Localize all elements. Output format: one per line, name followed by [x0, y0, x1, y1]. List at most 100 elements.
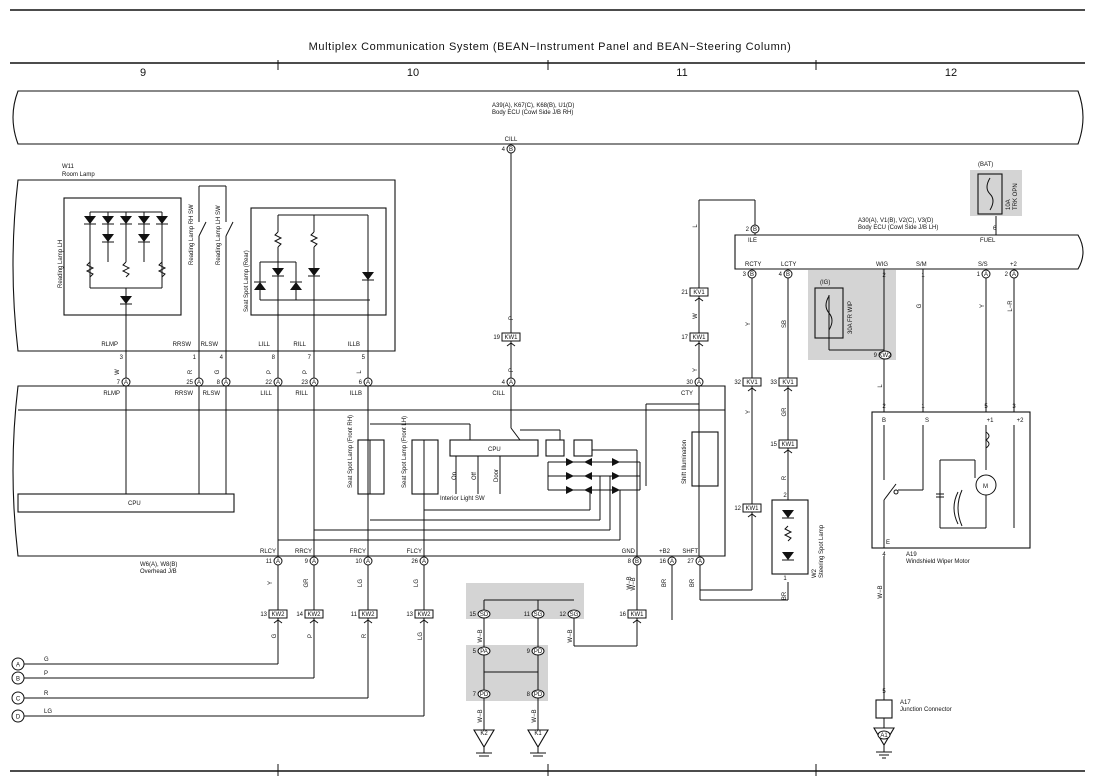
- connector-code: KW2: [361, 612, 375, 618]
- pin-number: 12: [559, 612, 566, 618]
- connector-marker: [878, 350, 892, 360]
- pin-number: 22: [265, 380, 272, 386]
- pin-number: 8: [527, 692, 531, 698]
- wire-color: G: [44, 657, 49, 663]
- bat-fuse-shade: [970, 170, 1022, 216]
- pin-letter: A: [312, 380, 316, 386]
- inline-connector: [689, 332, 709, 342]
- inline-connector: [304, 609, 324, 619]
- connector-code: SD: [480, 612, 489, 618]
- grid-col-10: 10: [407, 67, 419, 79]
- wire-color: R: [44, 691, 49, 697]
- shift-illum-label: Shift Illumination: [682, 440, 688, 484]
- pin-marker: [363, 556, 373, 566]
- pin-marker: [783, 269, 793, 279]
- pin-number: 2: [1005, 272, 1009, 278]
- pin-marker: [363, 377, 373, 387]
- pin-number: 4: [882, 552, 886, 558]
- seat-spot-front-lh-box: [411, 439, 439, 495]
- pin-marker: [1009, 269, 1019, 279]
- pin-letter: A: [312, 559, 316, 565]
- pin-letter: A: [698, 559, 702, 565]
- wire-color: P: [44, 671, 48, 677]
- connector-code: KW2: [307, 612, 321, 618]
- fr-wip-label: 30A FR WIP: [848, 301, 854, 334]
- trk-opn-fuse-box: [977, 173, 1003, 215]
- connector-marker: [477, 646, 491, 656]
- seat-spot-rear-leds: [254, 214, 374, 352]
- signal-fuel: FUEL: [980, 238, 996, 244]
- reading-lamp-lh-label: Reading Lamp LH: [58, 240, 64, 288]
- signal-wiper-b: B: [882, 418, 886, 424]
- wire-color: L: [357, 370, 363, 374]
- pin-number: 21: [681, 290, 688, 296]
- pin-number: 5: [362, 355, 366, 361]
- overhead-jb-name: Overhead J/B: [140, 569, 177, 575]
- cpu-left-box: [17, 493, 235, 513]
- cpu-left-label: CPU: [128, 501, 141, 507]
- fr-wip-fuse-symbol: [825, 295, 833, 331]
- room-lamp-outline: [12, 179, 396, 352]
- wiper-motor-name: Windshield Wiper Motor: [906, 559, 970, 565]
- inline-connector: [742, 377, 762, 387]
- pin-number: 6: [993, 226, 997, 232]
- pin-number: 25: [186, 380, 193, 386]
- connector-code: KW2: [271, 612, 285, 618]
- grid-col-12: 12: [945, 67, 957, 79]
- signal-ss: S/S: [978, 262, 988, 268]
- pin-number: 32: [734, 380, 741, 386]
- connector-code: PD: [534, 692, 543, 698]
- grid-col-9: 9: [140, 67, 146, 79]
- pin-number: 1: [977, 272, 981, 278]
- signal-wiper-e: E: [886, 540, 890, 546]
- pin-marker: [419, 556, 429, 566]
- connector-code: PD: [480, 692, 489, 698]
- signal-overhead-bottom: RRCY: [295, 549, 312, 555]
- pin-marker: [694, 377, 704, 387]
- pin-number: 11: [351, 612, 358, 618]
- signal-overhead-top: RLMP: [103, 391, 120, 397]
- pin-number: 2: [746, 227, 750, 233]
- room-lamp-name: Room Lamp: [62, 172, 95, 178]
- pin-number: 13: [260, 612, 267, 618]
- signal-overhead-bottom: FRCY: [350, 549, 366, 555]
- steering-spot-lamp-box: [771, 499, 809, 575]
- pin-number: 8: [217, 380, 221, 386]
- edge-connector-a: [11, 657, 25, 671]
- inline-connector: [627, 609, 647, 619]
- reading-lh-sw-label: Reading Lamp LH SW: [216, 205, 222, 265]
- pin-letter: A: [697, 380, 701, 386]
- signal-overhead-top: LILL: [260, 391, 272, 397]
- signal-wiper-s: S: [925, 418, 929, 424]
- seat-spot-rear-label: Seat Spot Lamp (Rear): [244, 250, 250, 312]
- pin-letter: A: [276, 380, 280, 386]
- wire-color: R: [782, 475, 788, 480]
- reading-lamp-switches: [198, 185, 234, 352]
- connector-code: A1: [880, 733, 888, 739]
- wire-color: P: [308, 634, 314, 638]
- pin-number: 3: [743, 272, 747, 278]
- wire-color: G: [917, 303, 923, 308]
- pin-marker: [309, 556, 319, 566]
- connector-marker: [477, 609, 491, 619]
- inline-connector: [268, 609, 288, 619]
- ground-k1: [527, 729, 549, 749]
- sw-off-label: Off: [472, 472, 478, 480]
- wire-color: BR: [782, 591, 788, 600]
- inline-connector: [778, 377, 798, 387]
- signal-wiper-plus1: +1: [987, 418, 995, 424]
- pin-letter: A: [366, 380, 370, 386]
- pin-number: 19: [493, 335, 500, 341]
- pin-marker: [667, 556, 677, 566]
- pin-letter: A: [197, 380, 201, 386]
- connector-marker: [531, 609, 545, 619]
- body-ecu-rh-outline: [12, 90, 1084, 145]
- pin-number: 8: [272, 355, 276, 361]
- pin-letter: B: [635, 559, 639, 565]
- fr-wip-fuse-box: [814, 287, 844, 339]
- signal-room-lamp: RLSW: [201, 342, 219, 348]
- connector-code: KW2: [878, 353, 892, 359]
- room-lamp-code: W11: [62, 164, 75, 170]
- signal-overhead-bottom: SHFT: [682, 549, 698, 555]
- signal-room-lamp: RILL: [293, 342, 306, 348]
